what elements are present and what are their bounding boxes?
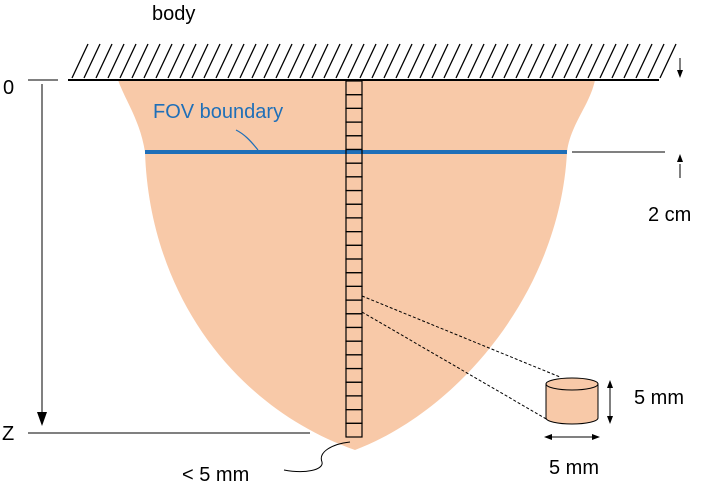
- hatch-stroke: [455, 43, 473, 79]
- hatch-stroke: [479, 43, 497, 79]
- hatch-stroke: [263, 43, 281, 79]
- hatch-stroke: [107, 43, 125, 79]
- hatch-stroke: [407, 43, 425, 79]
- hatch-stroke: [239, 43, 257, 79]
- hatch-stroke: [551, 43, 569, 79]
- hatch-stroke: [95, 43, 113, 79]
- hatch-stroke: [203, 43, 221, 79]
- zoom-line-upper: [361, 295, 561, 378]
- hatch-stroke: [155, 43, 173, 79]
- hatch-stroke: [647, 43, 665, 79]
- fov-boundary-leader: [235, 129, 259, 151]
- hatch-stroke: [467, 43, 485, 79]
- hatch-stroke: [71, 43, 89, 79]
- hatch-stroke: [119, 43, 137, 79]
- spacing-bottom-arrowhead: [677, 154, 683, 162]
- hatch-stroke: [359, 43, 377, 79]
- hatch-stroke: [635, 43, 653, 79]
- tissue-region: [118, 80, 595, 450]
- voxel-width-label: 5 mm: [549, 457, 599, 479]
- voxel-column: [345, 80, 363, 438]
- hatch-stroke: [503, 43, 521, 79]
- hatch-stroke: [299, 43, 317, 79]
- hatch-stroke: [251, 43, 269, 79]
- voxel-height-arrowhead-top: [607, 380, 613, 388]
- voxel-segment: [345, 422, 363, 438]
- hatch-stroke: [131, 43, 149, 79]
- spacing-top-arrowhead: [677, 70, 683, 78]
- hatch-stroke: [323, 43, 341, 79]
- voxel-cylinder: [545, 377, 599, 425]
- hatch-stroke: [83, 43, 101, 79]
- hatch-stroke: [575, 43, 593, 79]
- voxel-height-arrowhead-bottom: [607, 416, 613, 424]
- hatch-stroke: [623, 43, 641, 79]
- hatch-stroke: [587, 43, 605, 79]
- hatch-stroke: [491, 43, 509, 79]
- hatch-stroke: [611, 43, 629, 79]
- hatch-stroke: [515, 43, 533, 79]
- hatch-stroke: [395, 43, 413, 79]
- zoom-line-lower: [361, 311, 549, 421]
- voxel-width-arrowhead-right: [592, 434, 600, 440]
- hatch-stroke: [215, 43, 233, 79]
- hatch-stroke: [383, 43, 401, 79]
- hatch-stroke: [563, 43, 581, 79]
- hatch-stroke: [443, 43, 461, 79]
- hatch-stroke: [371, 43, 389, 79]
- hatch-stroke: [527, 43, 545, 79]
- hatch-stroke: [419, 43, 437, 79]
- spacing-label: 2 cm: [648, 204, 691, 226]
- hatch-stroke: [275, 43, 293, 79]
- hatch-stroke: [431, 43, 449, 79]
- hatch-stroke: [227, 43, 245, 79]
- fov-boundary-label: FOV boundary: [153, 101, 283, 123]
- hatch-stroke: [179, 43, 197, 79]
- tip-width-leader: [283, 441, 351, 473]
- voxel-height-label: 5 mm: [634, 387, 684, 409]
- hatch-stroke: [191, 43, 209, 79]
- z-label: Z: [2, 423, 14, 445]
- hatch-stroke: [659, 43, 677, 79]
- body-surface-hatching: [71, 43, 677, 79]
- hatch-stroke: [287, 43, 305, 79]
- voxel-width-arrowhead-left: [544, 434, 552, 440]
- hatch-stroke: [599, 43, 617, 79]
- hatch-stroke: [143, 43, 161, 79]
- depth-axis-arrowhead: [37, 412, 47, 426]
- hatch-stroke: [347, 43, 365, 79]
- zero-label: 0: [3, 77, 14, 99]
- hatch-stroke: [167, 43, 185, 79]
- body-label: body: [152, 3, 195, 25]
- hatch-stroke: [539, 43, 557, 79]
- tip-width-label: < 5 mm: [182, 464, 249, 486]
- hatch-stroke: [311, 43, 329, 79]
- hatch-stroke: [335, 43, 353, 79]
